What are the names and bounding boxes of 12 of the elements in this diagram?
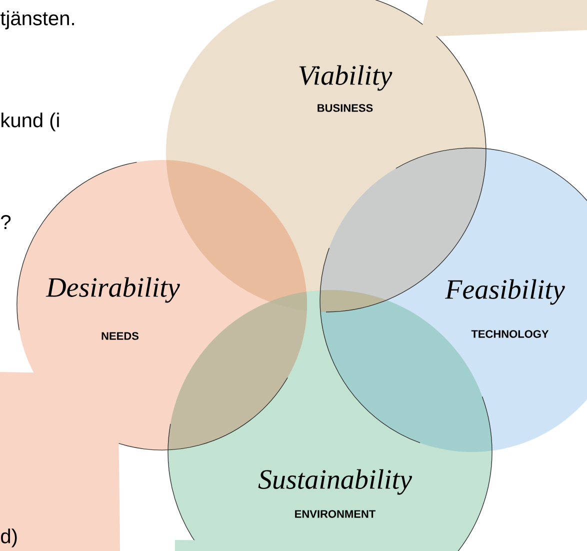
circle-subtitle: BUSINESS: [318, 104, 373, 112]
circle-subtitle: TECHNOLOGY: [471, 330, 549, 338]
circle-subtitle: NEEDS: [102, 332, 139, 340]
circle-subtitle: ENVIRONMENT: [295, 510, 376, 518]
note-text: d): [1, 528, 17, 548]
note-text: ?: [1, 215, 11, 229]
circle-title: Feasibility: [444, 279, 565, 305]
circle-title: Desirability: [46, 277, 180, 303]
circle-title: Viability: [299, 65, 392, 91]
note-text: kund (i: [2, 112, 59, 132]
note-text: tjänsten.: [0, 10, 74, 30]
circle-title: Sustainability: [258, 469, 412, 495]
